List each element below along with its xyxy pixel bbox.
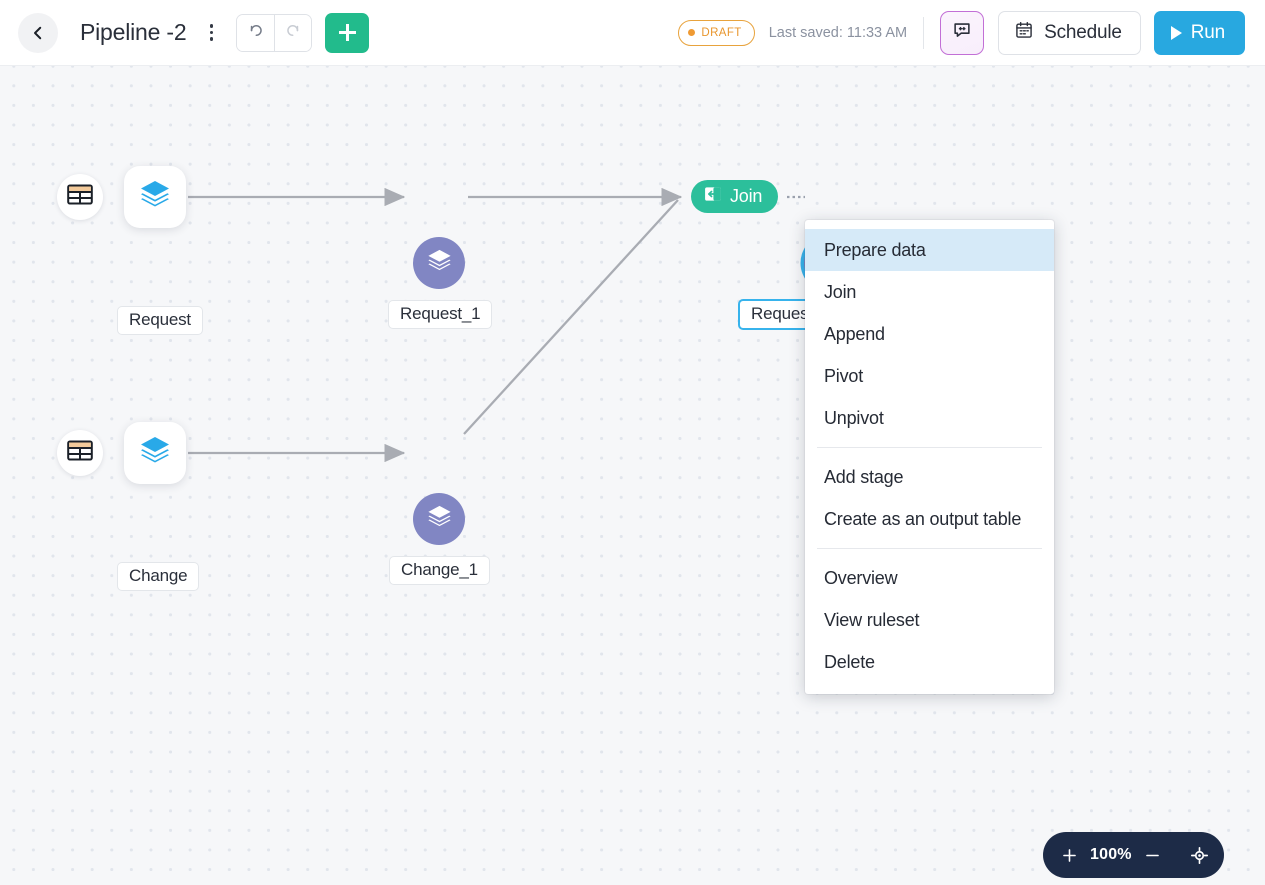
status-dot-icon xyxy=(688,29,696,36)
node-context-menu: Prepare data Join Append Pivot Unpivot A… xyxy=(805,220,1054,694)
run-button[interactable]: Run xyxy=(1153,10,1245,55)
zoom-controls: 100% xyxy=(1043,832,1224,878)
app-header: Pipeline -2 xyxy=(0,0,1265,66)
add-node-button[interactable] xyxy=(325,12,370,53)
menu-item-create-as-output-table[interactable]: Create as an output table xyxy=(824,508,1022,529)
last-saved-text: Last saved: 11:33 AM xyxy=(768,24,908,41)
pipeline-edges xyxy=(188,187,805,463)
node-label-request-1[interactable]: Request_1 xyxy=(388,300,493,329)
header-divider xyxy=(923,16,925,49)
run-label: Run xyxy=(1190,21,1225,43)
layers-icon xyxy=(426,248,453,279)
undo-button[interactable] xyxy=(237,14,275,51)
back-button[interactable] xyxy=(18,12,58,53)
header-right-group: DRAFT Last saved: 11:33 AM xyxy=(678,10,1265,55)
undo-icon xyxy=(246,21,265,45)
zoom-level: 100% xyxy=(1090,846,1132,863)
status-badge: DRAFT xyxy=(678,19,755,46)
layers-icon xyxy=(138,179,172,216)
menu-separator xyxy=(817,447,1042,448)
node-label-change-1[interactable]: Change_1 xyxy=(389,556,490,585)
join-node[interactable]: Join xyxy=(691,180,779,213)
stage-node-change-1[interactable] xyxy=(413,493,465,545)
zoom-in-button[interactable] xyxy=(1060,846,1079,865)
node-label-change[interactable]: Change xyxy=(117,562,200,591)
menu-item-unpivot[interactable]: Unpivot xyxy=(824,407,884,428)
schedule-button[interactable]: Schedule xyxy=(998,10,1141,55)
stage-node-request-1[interactable] xyxy=(413,237,465,289)
chat-bubble-icon xyxy=(951,19,973,46)
more-vertical-icon[interactable] xyxy=(200,16,222,50)
menu-item-delete[interactable]: Delete xyxy=(824,651,875,672)
ai-assistant-button[interactable] xyxy=(940,10,985,55)
redo-icon xyxy=(284,21,303,45)
zoom-out-button[interactable] xyxy=(1143,846,1162,865)
menu-item-overview[interactable]: Overview xyxy=(824,567,898,588)
redo-button[interactable] xyxy=(274,14,312,51)
edge-change1-to-join xyxy=(463,199,679,435)
join-icon xyxy=(703,184,723,209)
layers-icon xyxy=(426,504,453,535)
dataset-node-change[interactable] xyxy=(124,422,186,484)
play-icon xyxy=(1170,25,1182,40)
menu-separator xyxy=(817,548,1042,549)
plus-icon xyxy=(338,24,356,41)
menu-item-append[interactable]: Append xyxy=(824,323,885,344)
join-label: Join xyxy=(730,186,763,206)
status-badge-label: DRAFT xyxy=(701,26,742,39)
header-left-group: Pipeline -2 xyxy=(0,12,370,53)
layers-icon xyxy=(138,435,172,472)
chevron-left-icon xyxy=(29,24,47,42)
table-icon xyxy=(67,439,93,468)
page-title: Pipeline -2 xyxy=(80,19,187,45)
menu-item-view-ruleset[interactable]: View ruleset xyxy=(824,609,920,630)
node-label-request[interactable]: Request xyxy=(117,306,203,335)
table-source-request[interactable] xyxy=(57,174,103,220)
schedule-label: Schedule xyxy=(1044,21,1122,43)
menu-item-prepare-data[interactable]: Prepare data xyxy=(805,229,1054,271)
recenter-button[interactable] xyxy=(1189,845,1210,866)
table-source-change[interactable] xyxy=(57,430,103,476)
pipeline-canvas[interactable]: Request Request_1 Join xyxy=(0,66,1265,885)
menu-item-add-stage[interactable]: Add stage xyxy=(824,466,904,487)
undo-redo-group xyxy=(236,13,313,52)
table-icon xyxy=(67,183,93,212)
menu-item-pivot[interactable]: Pivot xyxy=(824,365,864,386)
menu-item-join[interactable]: Join xyxy=(824,281,857,302)
dataset-node-request[interactable] xyxy=(124,166,186,228)
calendar-icon xyxy=(1014,20,1034,45)
